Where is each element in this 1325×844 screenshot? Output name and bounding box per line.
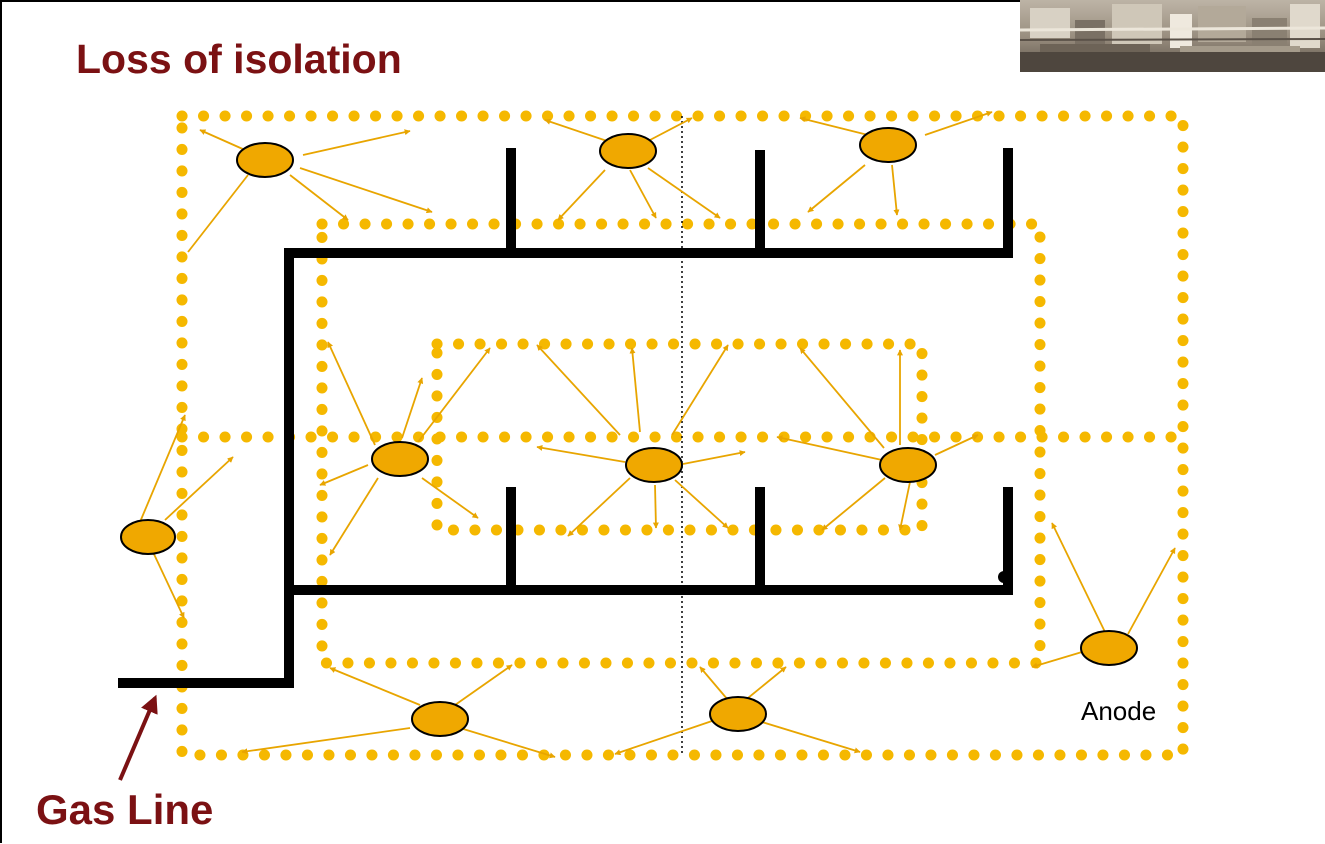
pipe-end-cap [998,571,1010,583]
lower-main-pipe [289,487,1013,595]
anode-icon [709,696,767,732]
anode-icon [236,142,294,178]
middle-current-loop [316,218,1046,669]
outer-current-loop [176,110,1189,761]
gas-line-pipe [118,148,1013,688]
gas-line-pointer-arrow [118,694,158,781]
current-paths [176,110,1189,761]
gas-pipe-network [118,148,1013,688]
anode-icon [625,447,683,483]
slide-title: Loss of isolation [76,36,402,82]
anode-icon [120,519,176,555]
anode-icon [1080,630,1138,666]
anode-label: Anode [1081,696,1157,726]
anode-icon [879,447,937,483]
anode-icon [371,441,429,477]
gas-line-label: Gas Line [36,786,214,833]
anodes [120,127,1138,737]
anode-icon [859,127,917,163]
inner-current-loop [431,338,928,536]
pipeline-photo [1020,0,1325,72]
anode-icon [411,701,469,737]
anode-icon [599,133,657,169]
current-arrows [139,110,1176,759]
